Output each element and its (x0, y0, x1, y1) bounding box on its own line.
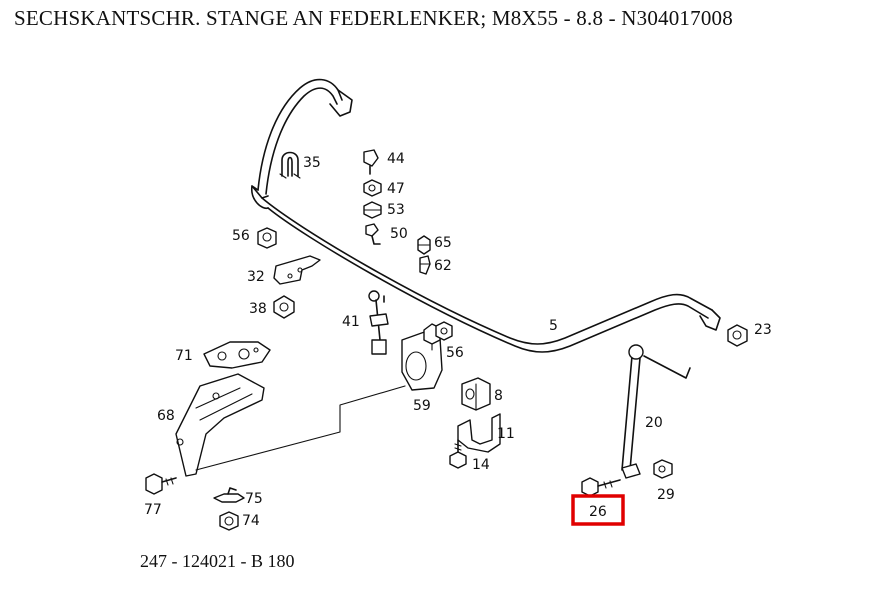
bolt-part-50 (365, 223, 381, 245)
part-label-56-left[interactable]: 56 (232, 228, 250, 244)
part-label-71[interactable]: 71 (175, 348, 193, 364)
rubber-bushing-part-8 (461, 377, 491, 411)
drop-link-part-20 (621, 344, 691, 479)
nut-part-53 (363, 201, 382, 219)
bushing-part-62 (419, 255, 431, 275)
page-title: SECHSKANTSCHR. STANGE AN FEDERLENKER; M8… (14, 6, 733, 30)
part-label-68[interactable]: 68 (157, 408, 175, 424)
part-label-8[interactable]: 8 (494, 388, 503, 404)
part-label-65[interactable]: 65 (434, 235, 452, 251)
part-label-41[interactable]: 41 (342, 314, 360, 330)
part-label-5[interactable]: 5 (549, 318, 558, 334)
clamp-part-11 (457, 413, 501, 453)
part-label-56-right[interactable]: 56 (446, 345, 464, 361)
leader-line (195, 385, 406, 471)
bolt-part-44 (363, 149, 379, 175)
part-label-59[interactable]: 59 (413, 398, 431, 414)
bracket-part-32 (273, 255, 321, 285)
part-label-62[interactable]: 62 (434, 258, 452, 274)
nut-part-29 (653, 459, 673, 479)
part-label-50[interactable]: 50 (390, 226, 408, 242)
u-bolt-part-35 (279, 151, 301, 179)
nut-part-38 (273, 295, 295, 319)
nut-part-74 (219, 511, 239, 531)
bolt-part-77 (145, 473, 177, 495)
part-label-20[interactable]: 20 (645, 415, 663, 431)
nut-part-56-left (257, 227, 277, 249)
part-label-38[interactable]: 38 (249, 301, 267, 317)
part-label-14[interactable]: 14 (472, 457, 490, 473)
sensor-housing-part-59 (401, 323, 443, 391)
plate-part-71 (203, 341, 271, 369)
bolt-part-26 (581, 477, 621, 497)
part-label-26[interactable]: 26 (589, 504, 607, 520)
bracket-part-68 (175, 373, 265, 477)
part-label-77[interactable]: 77 (144, 502, 162, 518)
nut-part-47 (363, 179, 382, 197)
link-rod-part-41 (368, 290, 389, 355)
part-label-32[interactable]: 32 (247, 269, 265, 285)
part-label-23[interactable]: 23 (754, 322, 772, 338)
nut-part-56-right (435, 321, 453, 341)
part-label-53[interactable]: 53 (387, 202, 405, 218)
part-label-35[interactable]: 35 (303, 155, 321, 171)
part-label-29[interactable]: 29 (657, 487, 675, 503)
part-label-74[interactable]: 74 (242, 513, 260, 529)
clip-part-75 (213, 487, 245, 503)
highlight-box-part-26 (571, 494, 625, 526)
part-label-11[interactable]: 11 (497, 426, 515, 442)
drawing-reference: 247 - 124021 - B 180 (140, 551, 295, 571)
part-label-75[interactable]: 75 (245, 491, 263, 507)
part-label-44[interactable]: 44 (387, 151, 405, 167)
rubber-part-65 (417, 235, 431, 255)
nut-part-23 (727, 324, 748, 347)
part-label-47[interactable]: 47 (387, 181, 405, 197)
bolt-part-14 (449, 439, 467, 469)
stabilizer-bar (251, 78, 721, 353)
